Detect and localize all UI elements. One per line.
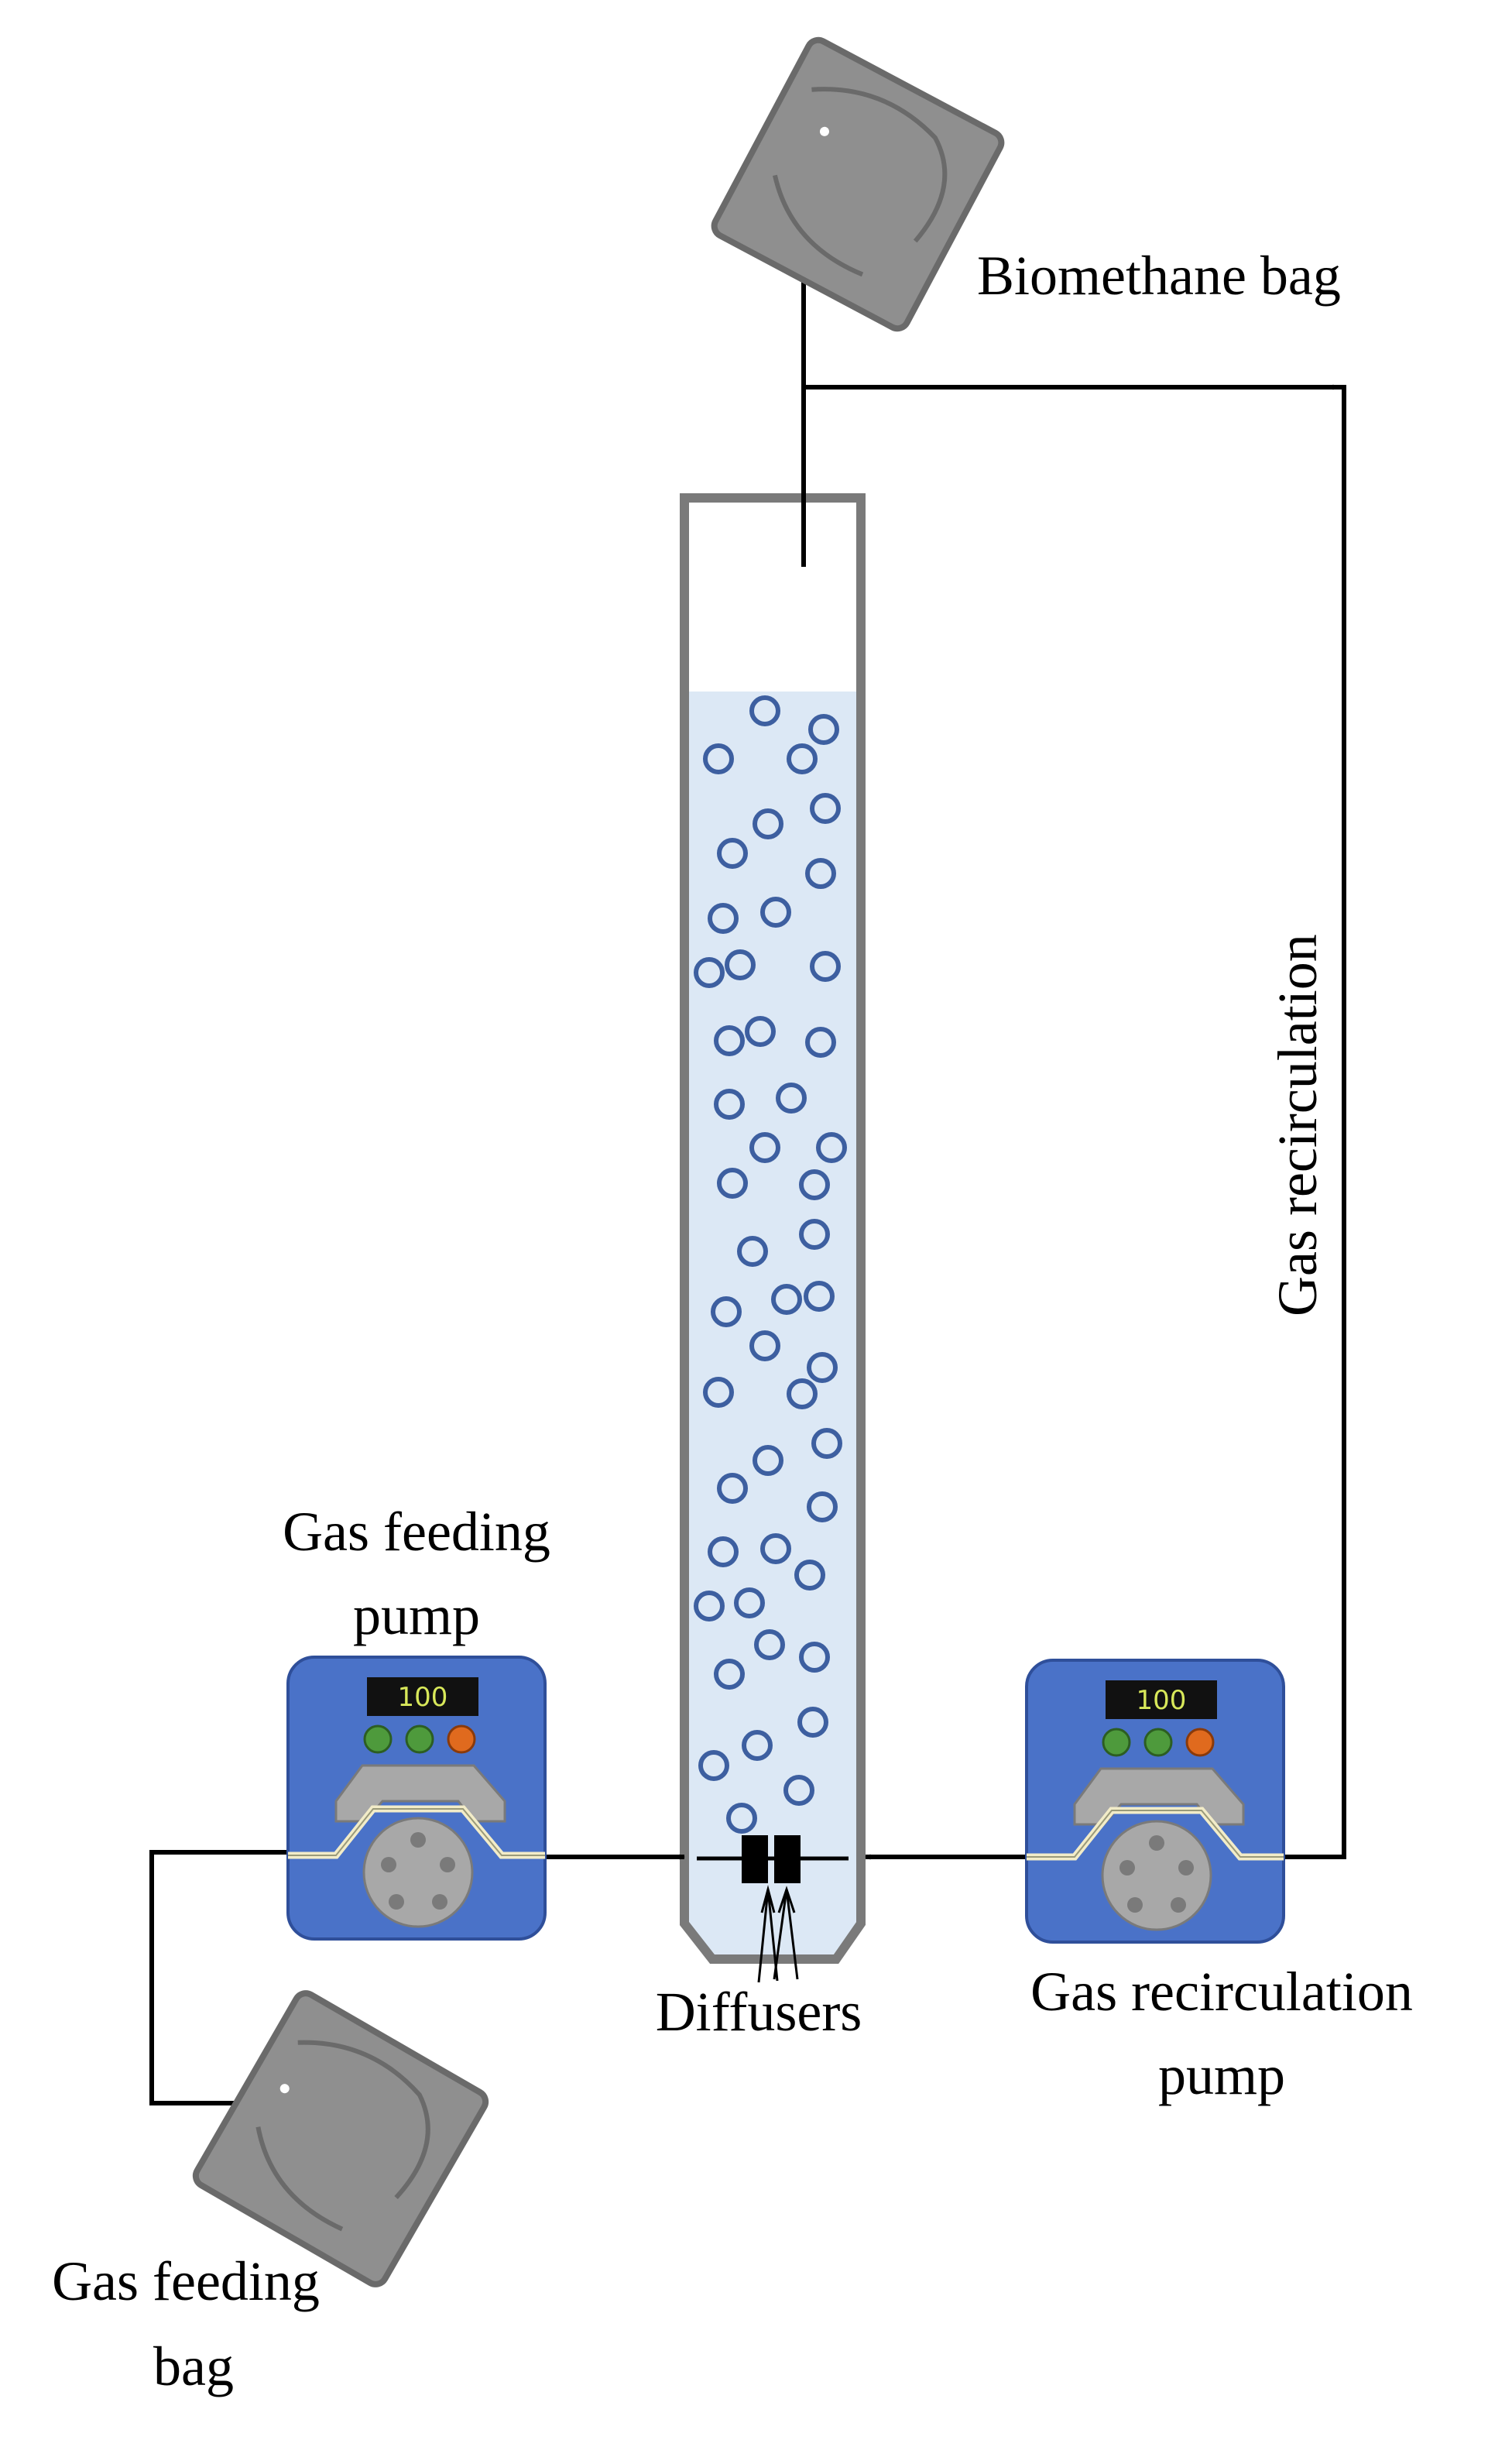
gas-bubble	[808, 714, 839, 745]
gas-bubble	[717, 838, 748, 869]
gas-bubble	[807, 1491, 838, 1522]
gas-bubble	[783, 1775, 814, 1806]
gas-bubble	[753, 1445, 783, 1476]
label-biomethane-bag: Biomethane bag	[977, 245, 1341, 307]
gas-bubble	[745, 1016, 776, 1047]
label-gas-feeding-bag-line1: Gas feeding	[52, 2250, 320, 2312]
label-gas-feeding-bag-line2: bag	[153, 2335, 234, 2397]
gas-recirculation-pump: 100	[1025, 1659, 1285, 1944]
gas-bubble	[771, 1284, 802, 1315]
gas-bubble	[694, 1591, 725, 1622]
recirculation-return-line	[1279, 385, 1346, 1859]
gas-bubble	[799, 1219, 830, 1250]
pump-display-value: 100	[398, 1682, 448, 1713]
gas-bubble	[749, 695, 780, 726]
gas-bubble	[799, 1642, 830, 1673]
gas-bubble	[711, 1296, 742, 1327]
gas-bubble	[760, 1533, 791, 1564]
gas-bubble	[799, 1169, 830, 1200]
gas-bubble	[714, 1025, 745, 1056]
gas-bubble	[787, 743, 818, 774]
gas-bubble	[754, 1629, 785, 1660]
gas-bubble	[708, 1536, 739, 1567]
gas-bubble	[703, 743, 734, 774]
gas-bubble	[787, 1378, 818, 1409]
label-gas-recirculation: Gas recirculation	[1267, 934, 1329, 1316]
gas-feeding-pump: 100	[286, 1656, 547, 1941]
button-green-2	[405, 1724, 434, 1754]
gas-bubble	[805, 858, 836, 889]
gas-bubble	[810, 951, 841, 982]
gas-bubble	[749, 1132, 780, 1163]
gas-bubble	[694, 957, 725, 988]
gas-bubble	[703, 1377, 734, 1408]
biomethane-bag	[711, 36, 1005, 332]
gas-bubble	[708, 903, 739, 934]
label-diffusers: Diffusers	[656, 1981, 862, 2043]
liquid-phase	[687, 692, 858, 1956]
pump-display	[367, 1677, 478, 1716]
gas-bubble	[749, 1330, 780, 1361]
gas-bubble	[810, 793, 841, 824]
gas-bubble	[753, 808, 783, 839]
gas-bubble	[805, 1027, 836, 1058]
gas-bubble	[726, 1803, 757, 1834]
button-orange	[1185, 1728, 1215, 1757]
gas-bubble	[734, 1587, 765, 1618]
gas-bubble	[714, 1089, 745, 1120]
gas-bubble	[760, 897, 791, 928]
label-gas-feeding-pump-line1: Gas feeding	[283, 1501, 550, 1563]
diffusers-pointer	[757, 1885, 799, 1983]
bubble-column	[680, 493, 866, 1964]
button-green-1	[1102, 1728, 1131, 1757]
gas-bubble	[807, 1352, 838, 1383]
gas-bubble	[816, 1132, 847, 1163]
column-wall	[680, 493, 866, 1964]
gas-bubble	[717, 1473, 748, 1504]
feeding-bag-line	[149, 1850, 291, 2105]
gas-lines	[149, 168, 1346, 2105]
gas-bubble	[797, 1707, 828, 1738]
pump-display	[1106, 1680, 1217, 1719]
gas-bubble	[742, 1730, 773, 1761]
gas-bubble	[714, 1659, 745, 1690]
gas-bubble	[811, 1428, 842, 1459]
gas-bubble	[776, 1083, 807, 1114]
button-green-2	[1143, 1728, 1173, 1757]
pump-display-value: 100	[1137, 1685, 1187, 1716]
label-gas-recirculation-pump-line2: pump	[1158, 2044, 1285, 2106]
gas-bubble	[725, 949, 756, 980]
gas-bubble	[698, 1750, 729, 1781]
gas-bubble	[737, 1236, 768, 1267]
gas-feeding-bag	[192, 1990, 489, 2287]
gas-bubbles	[694, 695, 847, 1834]
gas-bubble	[794, 1560, 825, 1591]
button-green-1	[363, 1724, 393, 1754]
label-gas-feeding-pump-line2: pump	[353, 1584, 480, 1646]
button-orange	[447, 1724, 476, 1754]
label-gas-recirculation-pump-line1: Gas recirculation	[1030, 1961, 1413, 2023]
gas-bubble	[717, 1168, 748, 1199]
gas-bubble	[804, 1281, 835, 1312]
